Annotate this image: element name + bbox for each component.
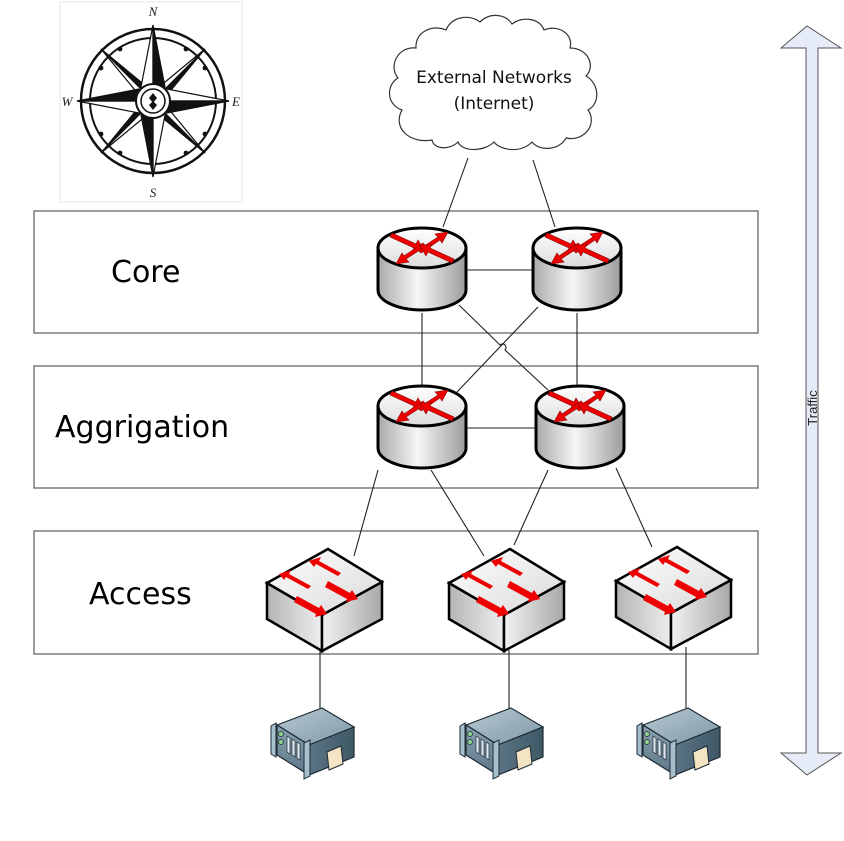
link-core1-agg2	[458, 304, 549, 391]
aggregation-router-1-icon[interactable]	[376, 384, 468, 470]
link-agg1-access1	[353, 469, 379, 557]
traffic-label: Traffic	[805, 390, 820, 426]
compass-east-label: E	[231, 94, 240, 109]
compass-south-label: S	[150, 185, 157, 200]
cloud-label-line2: (Internet)	[454, 94, 535, 114]
compass-west-label: W	[62, 94, 74, 109]
link-agg2-access3	[615, 467, 653, 548]
core-router-2-icon[interactable]	[531, 226, 623, 312]
link-cloud-core1	[442, 157, 469, 228]
server-3-icon[interactable]	[636, 707, 721, 780]
link-agg1-access2	[430, 469, 485, 557]
network-links	[319, 157, 687, 710]
layer-label-aggregation: Aggrigation	[55, 410, 229, 445]
aggregation-router-2-icon[interactable]	[534, 384, 626, 470]
internet-cloud: External Networks (Internet)	[388, 14, 598, 151]
server-2-icon[interactable]	[459, 707, 544, 780]
traffic-arrow-icon: Traffic	[779, 25, 843, 776]
link-agg2-access2	[513, 469, 549, 546]
compass-rose-icon: N S E W	[59, 1, 243, 203]
compass-north-label: N	[148, 4, 159, 19]
link-cloud-core2	[532, 159, 556, 228]
cloud-label-line1: External Networks	[416, 68, 572, 88]
core-router-1-icon[interactable]	[376, 226, 468, 312]
link-core2-agg1	[456, 306, 539, 393]
layer-label-access: Access	[89, 577, 192, 612]
server-1-icon[interactable]	[270, 707, 355, 780]
layer-label-core: Core	[111, 255, 180, 290]
